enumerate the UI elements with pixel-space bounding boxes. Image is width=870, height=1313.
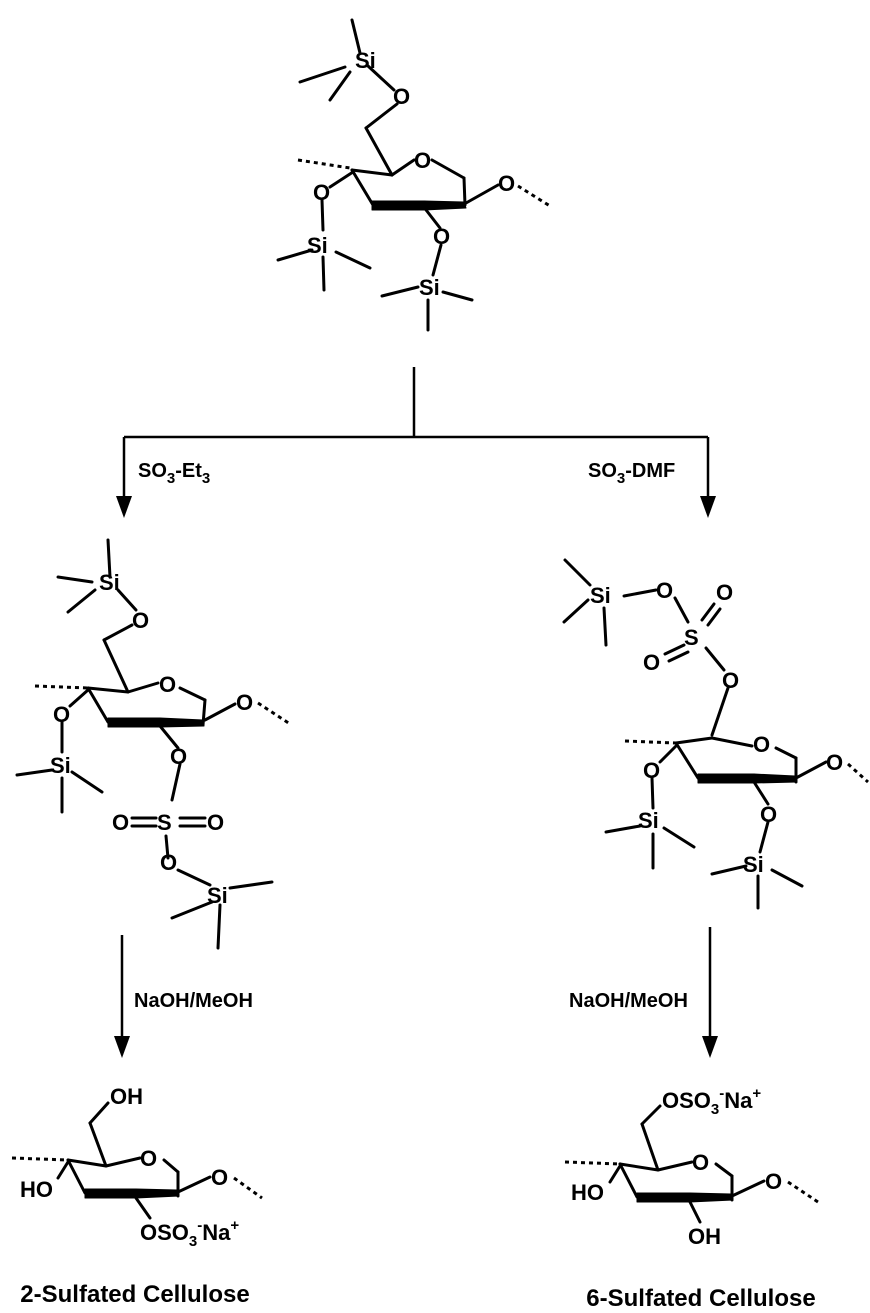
- left-intermediate-structure: Si O O O Si O S O O O O Si: [15, 538, 291, 950]
- si-label: Si: [307, 233, 328, 258]
- reagent-left: SO3-Et3: [138, 460, 210, 487]
- glycosidic-o-label: O: [498, 171, 515, 196]
- o-label: O: [53, 702, 70, 727]
- deprotection-reagent-right: NaOH/MeOH: [569, 990, 688, 1012]
- glycosidic-o-label: O: [211, 1165, 228, 1190]
- arrow-left-head: [116, 496, 132, 518]
- o-label: O: [643, 650, 660, 675]
- o-label: O: [207, 810, 224, 835]
- si-label: Si: [99, 570, 120, 595]
- deprotection-arrow-left: [114, 935, 130, 1058]
- o-label: O: [722, 668, 739, 693]
- product-caption-left: 2-Sulfated Cellulose: [20, 1281, 249, 1308]
- o-label: O: [760, 802, 777, 827]
- glycosidic-o-label: O: [765, 1169, 782, 1194]
- o-label: O: [716, 580, 733, 605]
- sulfate-label: OSO3-Na+: [662, 1085, 761, 1118]
- ring-o-label: O: [140, 1146, 157, 1171]
- deprotection-reagent-left: NaOH/MeOH: [134, 990, 253, 1012]
- si-label: Si: [638, 808, 659, 833]
- o-label: O: [393, 84, 410, 109]
- right-intermediate-structure: Si O S O O O O O O Si O Si: [562, 558, 870, 910]
- right-product-structure: OSO3-Na+ O O HO OH: [564, 1085, 819, 1249]
- o-label: O: [160, 850, 177, 875]
- ring-o-label: O: [753, 732, 770, 757]
- o-label: O: [112, 810, 129, 835]
- branch-connector: [116, 367, 716, 518]
- o-label: O: [313, 180, 330, 205]
- si-label: Si: [743, 852, 764, 877]
- si-label: Si: [355, 48, 376, 73]
- deprotection-arrow-right: [702, 927, 718, 1058]
- oh-label: OH: [110, 1084, 143, 1109]
- o-label: O: [170, 744, 187, 769]
- glycosidic-o-label: O: [236, 690, 253, 715]
- si-label: Si: [50, 753, 71, 778]
- ring-o-label: O: [692, 1150, 709, 1175]
- s-label: S: [157, 810, 172, 835]
- ho-label: HO: [20, 1177, 53, 1202]
- glycosidic-o-label: O: [826, 750, 843, 775]
- product-caption-right: 6-Sulfated Cellulose: [586, 1285, 815, 1312]
- si-label: Si: [207, 883, 228, 908]
- ring-o-label: O: [414, 148, 431, 173]
- arrow-right-head: [700, 496, 716, 518]
- left-product-structure: OH O O HO OSO3-Na+: [11, 1084, 263, 1250]
- sulfate-label: OSO3-Na+: [140, 1217, 239, 1250]
- starting-material-structure: Si O O O Si O Si O: [276, 18, 551, 332]
- o-label: O: [643, 758, 660, 783]
- o-label: O: [656, 578, 673, 603]
- reagent-right: SO3-DMF: [588, 460, 675, 487]
- s-label: S: [684, 625, 699, 650]
- o-label: O: [132, 608, 149, 633]
- si-label: Si: [590, 583, 611, 608]
- ho-label: HO: [571, 1180, 604, 1205]
- oh-label: OH: [688, 1224, 721, 1249]
- ring-o-label: O: [159, 672, 176, 697]
- si-label: Si: [419, 275, 440, 300]
- o-label: O: [433, 224, 450, 249]
